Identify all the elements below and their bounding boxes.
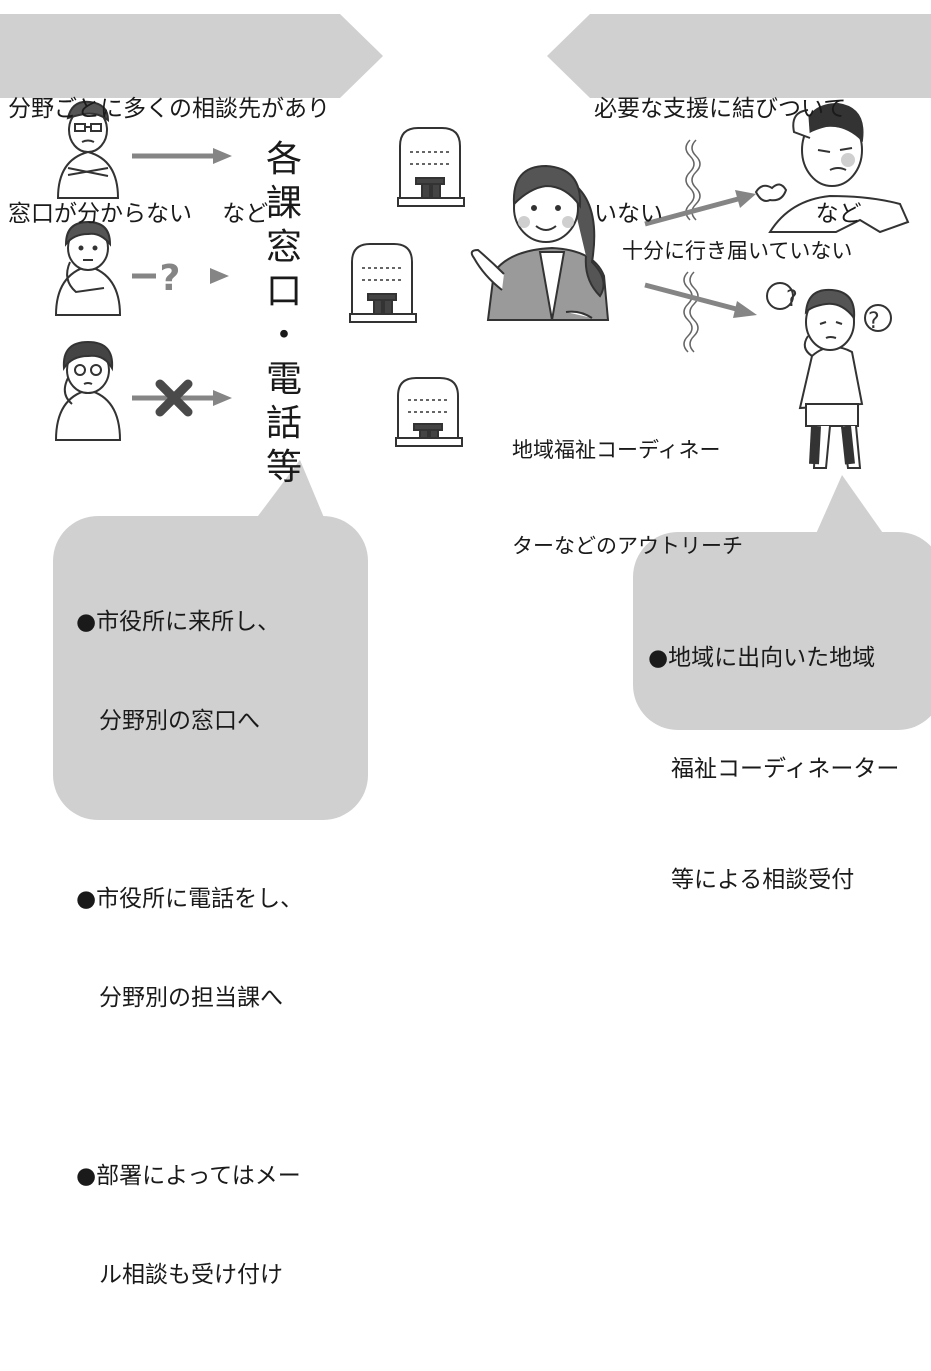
troubled-woman-icon: ? ? (766, 282, 892, 469)
vertical-char: 等 (265, 447, 302, 488)
cross-icon (155, 379, 193, 417)
right-bubble-shape (633, 475, 931, 730)
diagram-canvas: ? (0, 14, 931, 820)
bubble-item: ●部署によってはメー ル相談も受け付け (76, 1094, 303, 1358)
vertical-char: 口 (265, 271, 302, 312)
bubble-item-line: ●部署によってはメー (76, 1163, 301, 1189)
bubble-item-line: 分野別の担当課へ (76, 985, 283, 1011)
bubble-item: ●市役所に電話をし、 分野別の担当課へ (76, 817, 303, 1081)
right-bubble-line2: 福祉コーディネーター (648, 756, 900, 782)
arrow-blocked (132, 379, 232, 417)
right-bubble-line1: ●地域に出向いた地域 (648, 645, 876, 671)
outreach-label-line1: 地域福祉コーディネー (512, 438, 721, 462)
troubled-man-icon (754, 102, 910, 234)
outreach-label: 地域福祉コーディネー ターなどのアウトリーチ (512, 370, 743, 594)
arrow-outreach-upper (644, 190, 756, 227)
vertical-char: 課 (265, 183, 302, 224)
resident-man-glasses-icon (56, 100, 120, 199)
wavy-barrier-bottom (683, 271, 693, 353)
left-banner-line2: 窓口が分からない など (8, 201, 269, 227)
right-banner-line1: 必要な支援に結びついて (594, 96, 847, 122)
vertical-label-consultation-windows: 各 課 窓 口 ・ 電 話 等 (262, 138, 306, 490)
svg-text:?: ? (868, 309, 880, 334)
city-hall-building-icon (395, 377, 463, 447)
right-banner-line2: いない など (594, 201, 862, 227)
vertical-char: 話 (265, 403, 302, 444)
arrow-direct (132, 148, 232, 164)
arrow-uncertain: ? (132, 258, 229, 299)
wavy-barrier-top-2 (691, 139, 701, 221)
bubble-item-line: ●市役所に来所し、 (76, 609, 281, 635)
right-bubble-content: ●地域に出向いた地域 福祉コーディネーター 等による相談受付 (648, 566, 899, 936)
left-bubble-content: ●市役所に来所し、 分野別の窓口へ ●市役所に電話をし、 分野別の担当課へ ●部… (76, 540, 303, 1371)
bubble-item-line: 分野別の窓口へ (76, 708, 260, 734)
wavy-barrier-top (685, 139, 695, 221)
arrow-outreach-lower (644, 282, 757, 318)
right-bubble-line3: 等による相談受付 (648, 867, 855, 893)
coordinator-woman-icon (470, 164, 610, 321)
wavy-barrier-bottom-2 (689, 271, 699, 353)
bubble-item-line: ル相談も受け付け (76, 1262, 283, 1288)
bubble-item: ●市役所に来所し、 分野別の窓口へ (76, 540, 303, 804)
bubble-item-line: ●市役所に電話をし、 (76, 886, 304, 912)
vertical-char: 各 (265, 139, 302, 180)
vertical-char: 窓 (265, 227, 302, 268)
outreach-label-line2: ターなどのアウトリーチ (512, 534, 743, 558)
vertical-char: ・ (265, 315, 302, 356)
question-mark-icon: ? (160, 258, 181, 299)
right-banner-text: 必要な支援に結びついて いない など (594, 22, 862, 267)
vertical-char: 電 (265, 359, 302, 400)
left-banner-text: 分野ごとに多くの相談先があり 窓口が分からない など (8, 22, 330, 267)
left-banner-line1: 分野ごとに多くの相談先があり (8, 96, 330, 122)
not-reached-label: 十分に行き届いていない (622, 239, 853, 263)
right-banner-shape (547, 14, 931, 98)
left-bubble-shape (53, 460, 368, 820)
left-banner-shape (0, 14, 383, 98)
resident-elderly-woman-icon (54, 340, 122, 441)
city-hall-building-icon (397, 127, 465, 207)
city-hall-building-icon (349, 243, 417, 323)
resident-woman-thinking-icon (54, 220, 122, 316)
